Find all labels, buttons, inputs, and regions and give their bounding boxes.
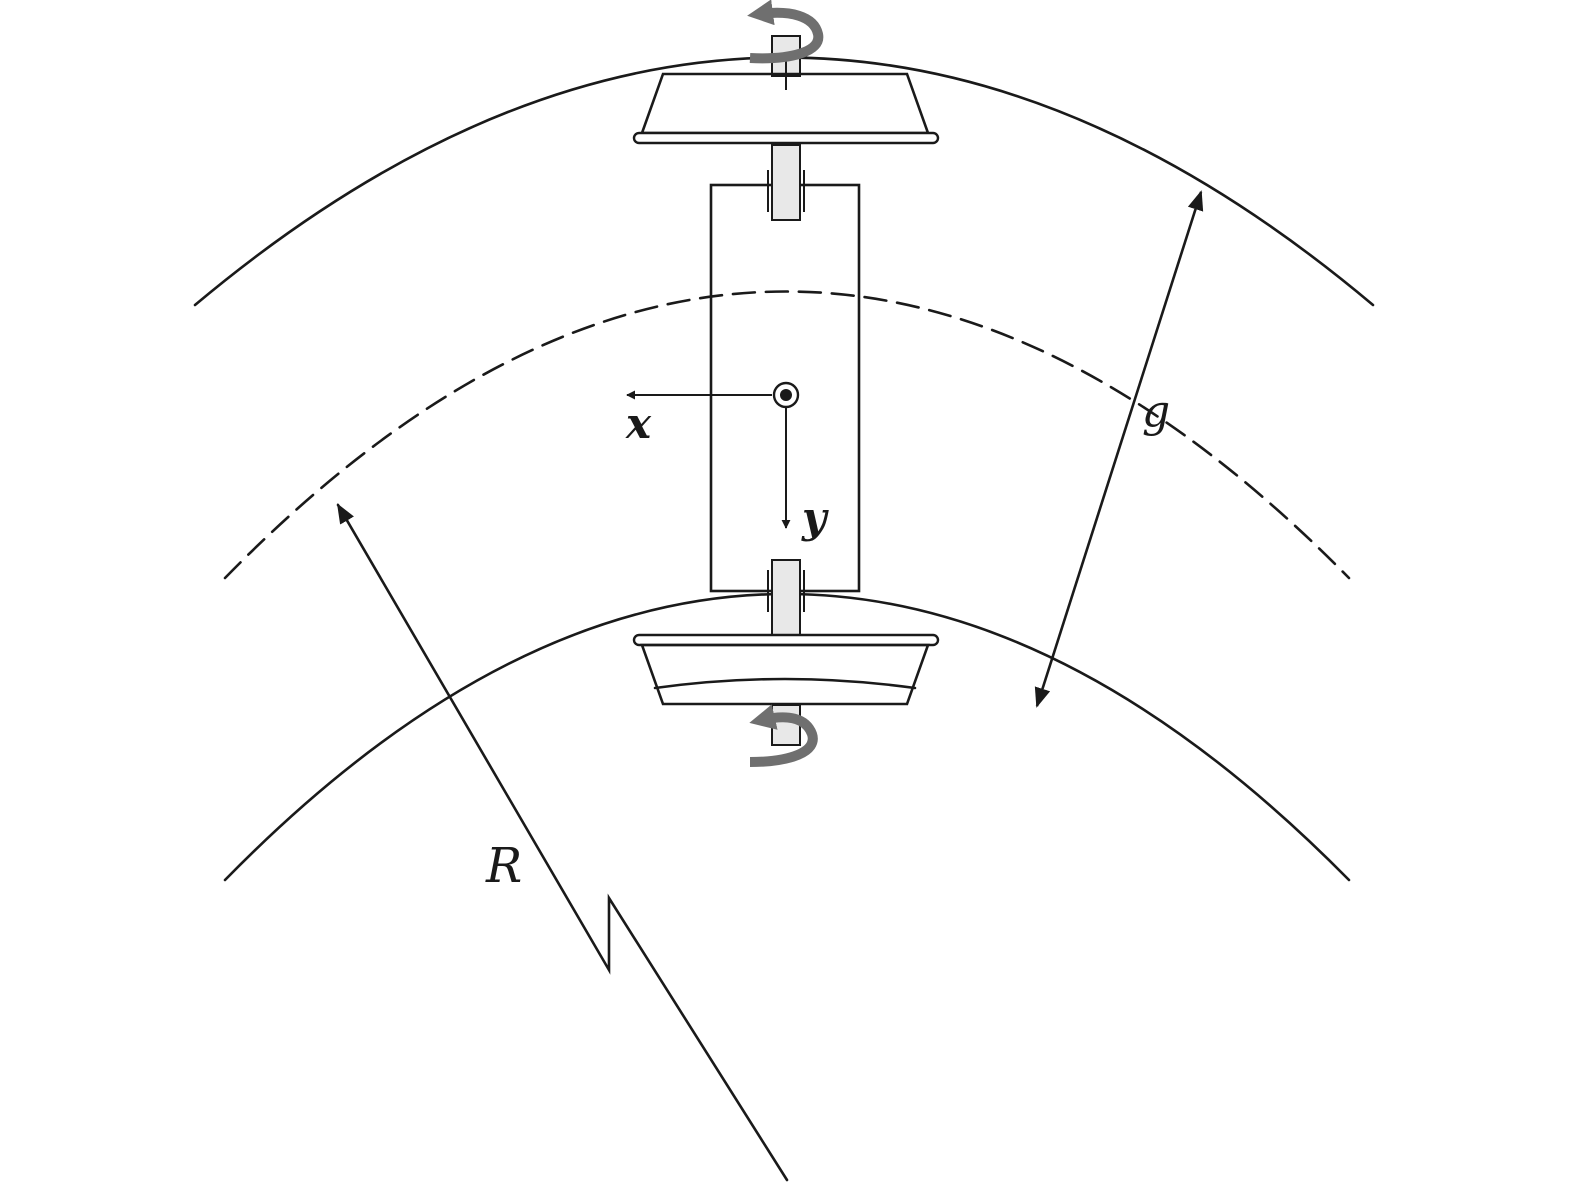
gauge-label: g — [1142, 386, 1170, 437]
wheel-top-flange — [632, 131, 940, 145]
x-axis-label: x — [625, 399, 652, 448]
wheel-bottom — [640, 643, 930, 706]
rotation-arrow-icon — [749, 704, 818, 767]
axle-bottom-stub — [771, 704, 801, 746]
y-axis-label: y — [801, 493, 829, 542]
rotation-arrow-icon — [747, 0, 824, 64]
wheel-bottom-flange — [632, 633, 940, 647]
gauge-dimension-arrow — [1034, 190, 1204, 708]
origin-dot-core — [780, 389, 792, 401]
axle-bottom — [771, 559, 801, 636]
radius-arrow — [336, 503, 789, 1182]
axle-top — [771, 144, 801, 221]
rail-through-wheel — [653, 677, 917, 690]
radius-label: R — [485, 838, 522, 894]
